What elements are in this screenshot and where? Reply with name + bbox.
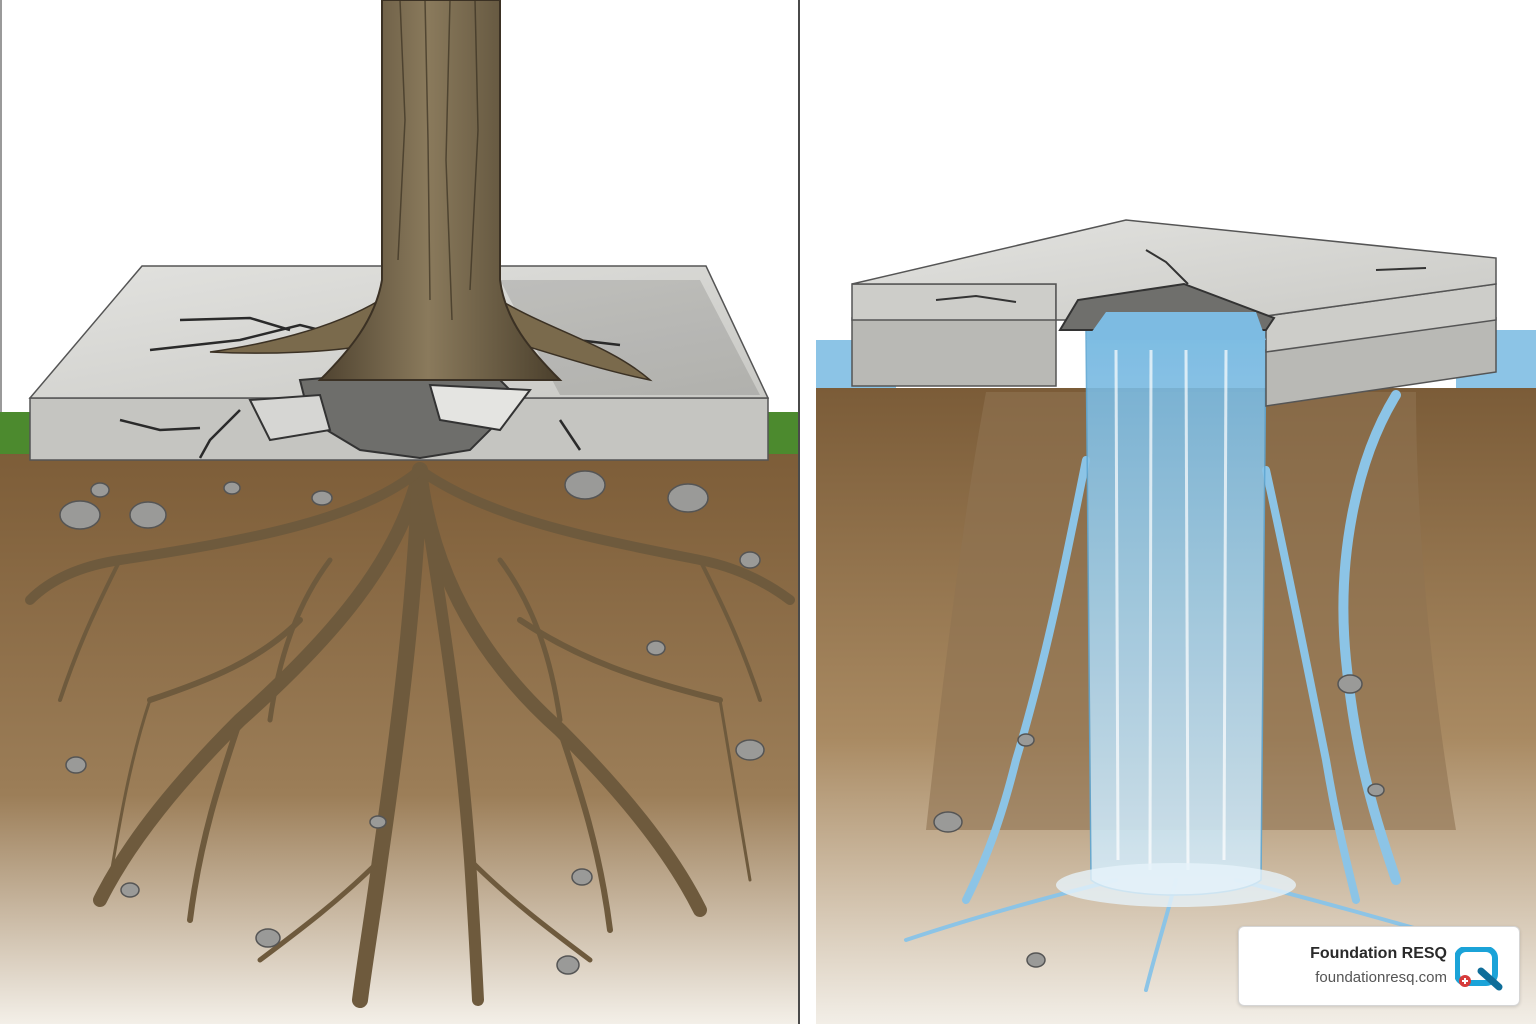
brand-name: Foundation RESQ	[1310, 945, 1447, 962]
brand-url[interactable]: foundationresq.com	[1315, 969, 1447, 986]
slab-front-face	[851, 283, 1057, 321]
lifted-slab-piece	[428, 383, 532, 432]
panel-divider	[798, 0, 800, 1024]
slab-hole-water	[1086, 312, 1266, 340]
bark-texture	[397, 0, 479, 321]
water-erosion-panel	[816, 0, 1536, 1024]
grass-strip-left	[0, 412, 34, 454]
lifted-slab-piece	[248, 393, 332, 442]
tree-roots-panel	[0, 0, 800, 1024]
soil-stones	[59, 470, 765, 975]
grass-strip-right	[766, 412, 800, 454]
tree-roots-icon	[25, 462, 795, 1008]
brand-card[interactable]: Foundation RESQ foundationresq.com	[1238, 926, 1520, 1006]
tree-trunk-icon	[317, 0, 563, 381]
waterfall-icon	[1085, 329, 1267, 896]
waterfall-streaks	[1114, 349, 1228, 871]
gravel-base	[851, 317, 1057, 387]
splash-zone	[1056, 863, 1296, 907]
trunk-shadow	[500, 280, 760, 395]
foundation-resq-logo-icon	[1455, 947, 1503, 991]
slab-cracks	[935, 249, 1427, 303]
